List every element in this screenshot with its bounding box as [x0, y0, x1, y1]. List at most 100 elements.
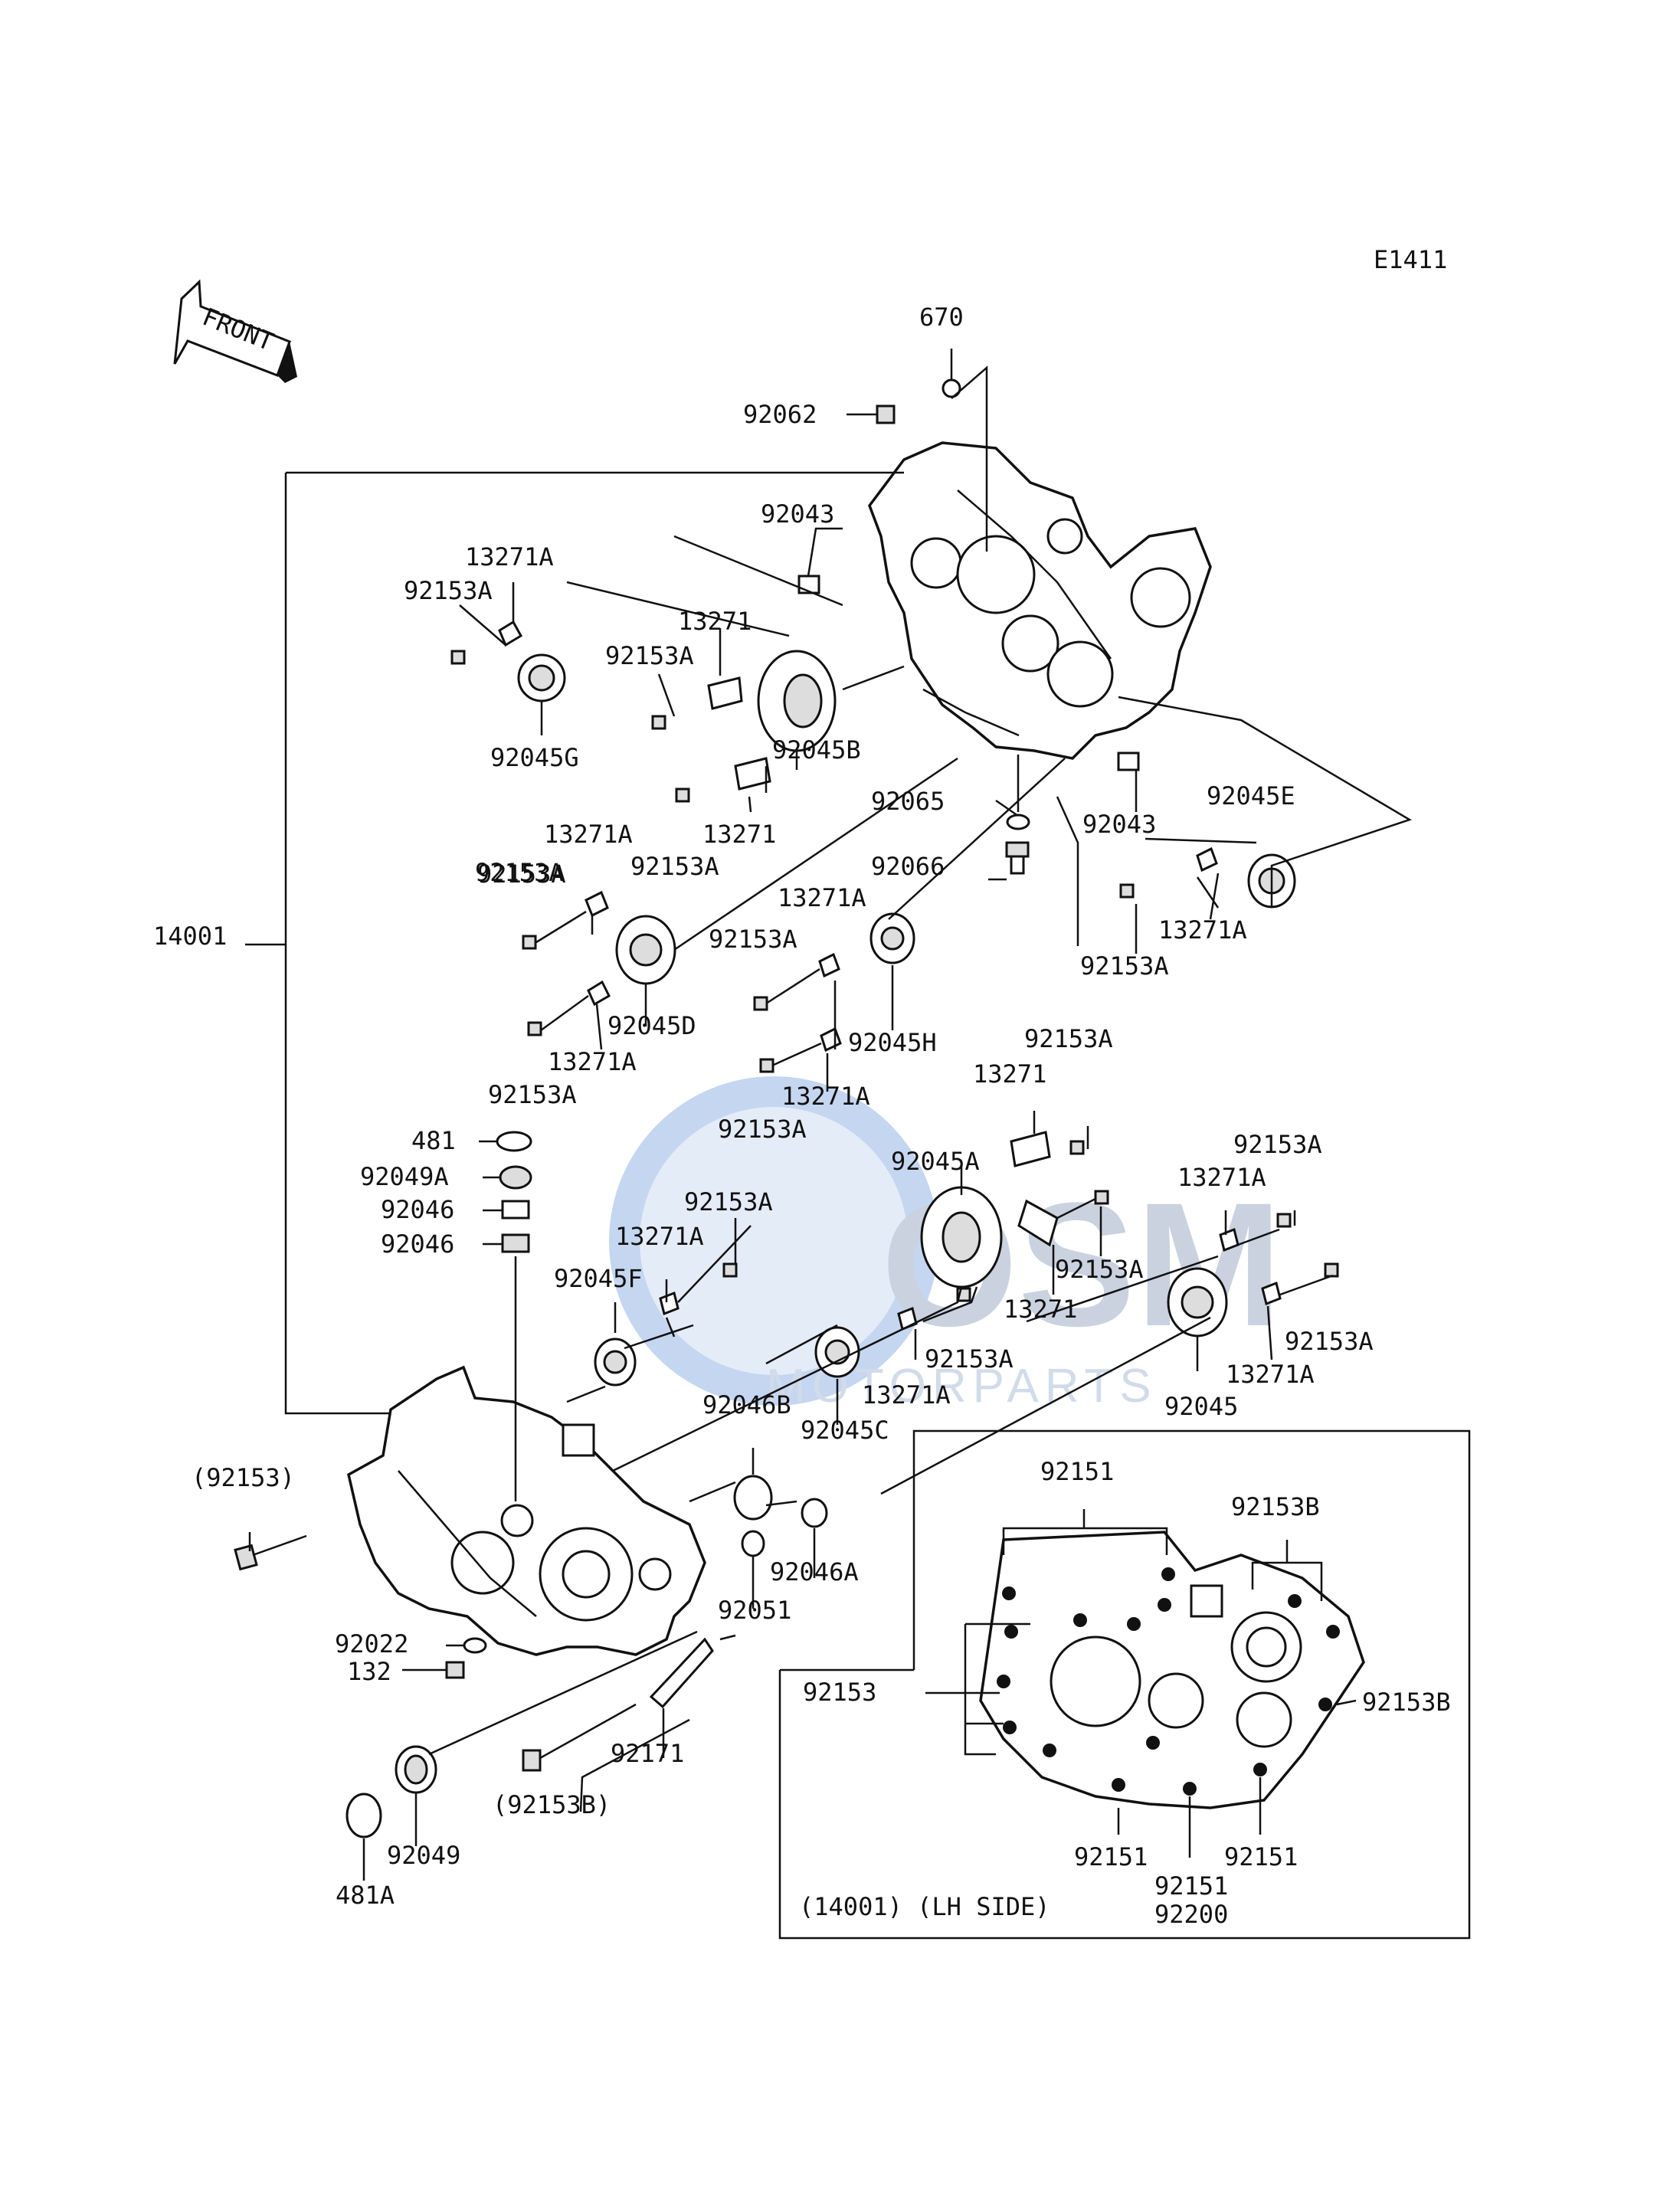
- needle-92046A: [801, 1498, 828, 1528]
- label-92045E: 92045E: [1207, 781, 1295, 810]
- needle-92046B: [733, 1475, 773, 1521]
- bolt-92153B: [522, 1703, 637, 1772]
- part-92062-plug: [876, 404, 896, 424]
- label-92153A-3: 92153A: [475, 858, 564, 887]
- label-92153A-6: 92153A: [488, 1080, 577, 1109]
- circlip-481A: [345, 1793, 382, 1838]
- label-14001: 14001: [153, 922, 227, 951]
- screw-92153A-10: [1094, 1190, 1109, 1205]
- plate-13271A-6: [1196, 846, 1218, 873]
- label-92153-paren: (92153): [192, 1463, 295, 1492]
- inset-label-92151-left: 92151: [1074, 1842, 1148, 1871]
- label-13271-4: 13271: [1004, 1295, 1077, 1324]
- label-132: 132: [347, 1657, 391, 1686]
- seal-92049: [395, 1745, 437, 1794]
- needle-92046-2: [501, 1233, 530, 1253]
- inset-title: (14001) (LH SIDE): [799, 1892, 1050, 1921]
- label-92045D: 92045D: [607, 1011, 696, 1040]
- bearing-92045D: [615, 915, 676, 985]
- plate-13271A-10: [1261, 1281, 1282, 1306]
- inset-label-92153B-right: 92153B: [1362, 1688, 1451, 1717]
- label-92022: 92022: [335, 1629, 408, 1658]
- screw-92153A-4: [522, 935, 537, 950]
- label-92153A-5: 92153A: [709, 925, 797, 954]
- label-13271A-7: 13271A: [1177, 1163, 1266, 1192]
- label-13271-1: 13271: [678, 607, 752, 636]
- part-670-oring: [942, 378, 961, 398]
- crankcase-right-half: [868, 441, 1212, 760]
- label-92153A-10: 92153A: [684, 1187, 773, 1216]
- label-92046-2: 92046: [381, 1229, 454, 1259]
- seal-92045H: [869, 912, 915, 964]
- label-92049A: 92049A: [360, 1162, 449, 1191]
- label-13271A-4: 13271A: [548, 1047, 637, 1076]
- part-92043-dowel-right: [1117, 751, 1140, 771]
- screw-92153A-7: [759, 1058, 775, 1073]
- screw-92153A-14: [1324, 1262, 1339, 1278]
- screw-92153A-2: [651, 715, 666, 730]
- part-92066-bolt: [1005, 841, 1030, 875]
- label-92153A-12: 92153A: [1233, 1130, 1322, 1159]
- plate-13271-2: [734, 757, 771, 791]
- plate-13271A-7: [659, 1291, 680, 1316]
- leader-lines: [248, 349, 1412, 1881]
- plate-13271A-1: [498, 620, 523, 647]
- label-13271A-8: 13271A: [862, 1380, 951, 1410]
- label-13271A-5: 13271A: [781, 1082, 870, 1111]
- screw-92153A-1: [450, 650, 466, 665]
- label-670: 670: [919, 303, 964, 332]
- plate-13271A-2: [585, 890, 609, 918]
- crankcase-left-half: [346, 1365, 706, 1656]
- label-92062: 92062: [743, 400, 817, 429]
- label-92153A-7: 92153A: [477, 859, 566, 889]
- label-481: 481: [411, 1126, 456, 1155]
- label-92046A: 92046A: [770, 1557, 859, 1586]
- label-92046-1: 92046: [381, 1195, 454, 1224]
- label-92153A-8: 92153A: [718, 1115, 807, 1144]
- inset-label-92151-top: 92151: [1040, 1457, 1114, 1486]
- label-13271A-r: 13271A: [1158, 915, 1247, 945]
- label-13271-2: 13271: [702, 820, 776, 849]
- label-13271A-9: 13271A: [1226, 1360, 1315, 1389]
- label-481A: 481A: [336, 1881, 395, 1910]
- label-13271A-2: 13271A: [544, 820, 633, 849]
- bolt-92153: [234, 1534, 307, 1571]
- screw-92153A-3: [675, 787, 690, 803]
- needle-92046-1: [501, 1200, 530, 1220]
- label-92051: 92051: [718, 1596, 791, 1625]
- label-92045C: 92045C: [801, 1416, 889, 1445]
- label-92153A-13: 92153A: [925, 1344, 1014, 1374]
- guide-92171: [649, 1637, 714, 1709]
- label-92046B: 92046B: [702, 1390, 791, 1419]
- inset-label-92151-center: 92151: [1154, 1871, 1228, 1901]
- plate-13271A-9: [1219, 1227, 1240, 1252]
- label-92153A-14: 92153A: [1285, 1327, 1374, 1356]
- inset-label-92153: 92153: [803, 1678, 876, 1707]
- inset-label-92153B-top: 92153B: [1231, 1492, 1320, 1521]
- bearing-92045C: [814, 1326, 860, 1378]
- washer-92022: [463, 1637, 487, 1654]
- bearing-92045: [1167, 1267, 1228, 1338]
- label-13271A-3: 13271A: [778, 883, 866, 912]
- screw-92153A-8: [1119, 883, 1135, 899]
- part-92065-washer: [1006, 814, 1030, 830]
- part-labels: 670 92062 92043 13271A 92153A 13271 9215…: [153, 303, 1451, 1929]
- label-13271-3: 13271: [973, 1059, 1046, 1089]
- bearing-92049A: [499, 1165, 532, 1190]
- label-92153B-paren: (92153B): [493, 1790, 611, 1819]
- plate-13271-3: [1010, 1131, 1051, 1167]
- label-92153A-4: 92153A: [630, 852, 719, 881]
- bearing-92045G: [517, 653, 566, 702]
- label-92043-right: 92043: [1082, 810, 1156, 839]
- label-92153A-9: 92153A: [1024, 1024, 1113, 1053]
- label-92045B: 92045B: [772, 735, 861, 765]
- label-92153A-11: 92153A: [1055, 1255, 1144, 1284]
- label-92045G: 92045G: [490, 743, 579, 772]
- label-92065: 92065: [871, 787, 945, 816]
- label-92045F: 92045F: [554, 1264, 643, 1293]
- collar-92051: [741, 1530, 765, 1557]
- screw-92153A-11: [722, 1262, 738, 1278]
- label-92153A-2: 92153A: [605, 641, 694, 670]
- plate-13271-1: [707, 676, 743, 710]
